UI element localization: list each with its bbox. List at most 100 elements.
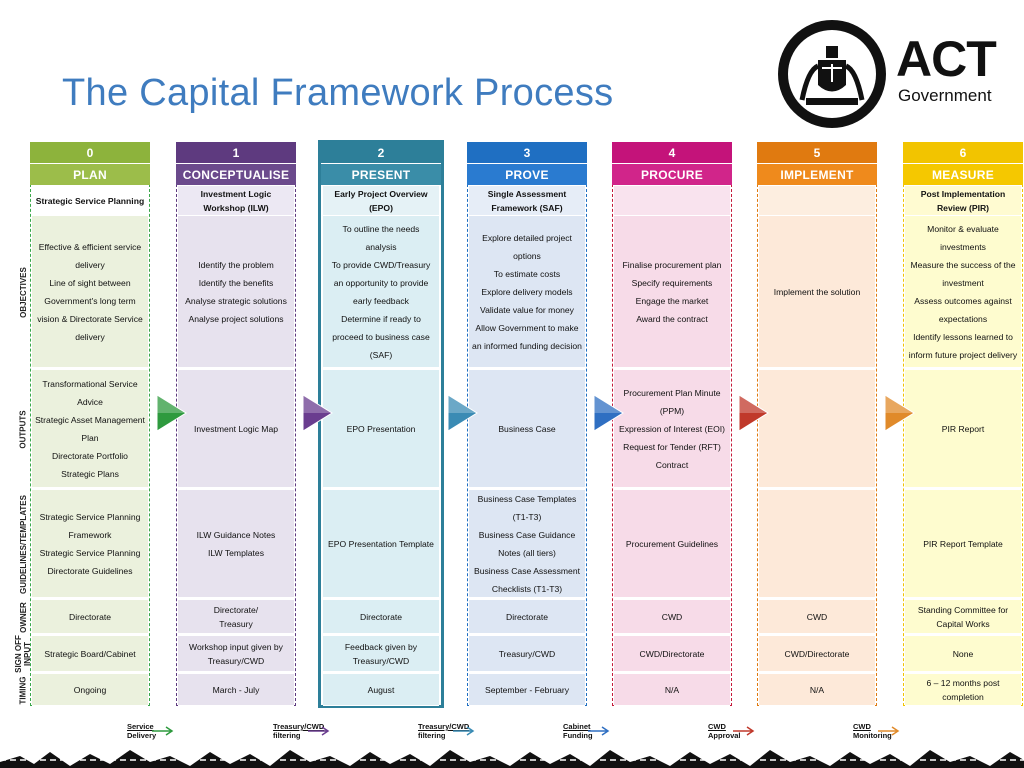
cell-owner: CWD	[759, 600, 875, 634]
decorative-border	[0, 750, 1024, 768]
legend-sublabel: Approval	[708, 731, 741, 740]
legend-arrow-icon	[733, 726, 755, 736]
page-title: The Capital Framework Process	[62, 72, 614, 114]
stage-number: 0	[30, 142, 150, 163]
cell-timing: 6 – 12 months post completion	[905, 674, 1021, 706]
cell-guidelines: Business Case Templates (T1-T3)Business …	[469, 490, 585, 598]
legend-arrow-icon	[588, 726, 610, 736]
cell-guidelines: EPO Presentation Template	[323, 490, 439, 598]
stage-name: PROCURE	[612, 164, 732, 185]
cell-owner: Directorate/Treasury	[178, 600, 294, 634]
legend-sublabel: filtering	[418, 731, 446, 740]
cell-signoff: Strategic Board/Cabinet	[32, 636, 148, 672]
stage-arrow-icon	[447, 394, 478, 432]
cell-timing: N/A	[614, 674, 730, 706]
legend-arrow-icon	[878, 726, 900, 736]
logo-government-text: Government	[898, 86, 992, 105]
stage-arrow-icon	[738, 394, 769, 432]
column-border	[318, 140, 444, 708]
stage-number: 3	[467, 142, 587, 163]
cell-outputs: Business Case	[469, 370, 585, 488]
cell-signoff: Treasury/CWD	[469, 636, 585, 672]
stage-number: 1	[176, 142, 296, 163]
stage-name: IMPLEMENT	[757, 164, 877, 185]
cell-outputs: Investment Logic Map	[178, 370, 294, 488]
stage-number: 6	[903, 142, 1023, 163]
stage-number: 4	[612, 142, 732, 163]
cell-subtitle: Post Implementation Review (PIR)	[905, 186, 1021, 216]
legend-label: CWD	[853, 722, 871, 731]
legend-label: Cabinet	[563, 722, 591, 731]
cell-objectives: Implement the solution	[759, 216, 875, 368]
stage-arrow-icon	[302, 394, 333, 432]
cell-timing: Ongoing	[32, 674, 148, 706]
cell-subtitle: Early Project Overview (EPO)	[323, 186, 439, 216]
cell-outputs: EPO Presentation	[323, 370, 439, 488]
cell-signoff: None	[905, 636, 1021, 672]
act-crest-icon	[778, 20, 886, 128]
stage-arrow-icon	[156, 394, 187, 432]
cell-outputs: PIR Report	[905, 370, 1021, 488]
cell-subtitle: Investment Logic Workshop (ILW)	[178, 186, 294, 216]
stage-number: 5	[757, 142, 877, 163]
legend-label: Service	[127, 722, 154, 731]
cell-signoff: CWD/Directorate	[614, 636, 730, 672]
cell-owner: Directorate	[32, 600, 148, 634]
logo-act-text: ACT	[896, 31, 997, 87]
legend-arrow-icon	[453, 726, 475, 736]
cell-signoff: Workshop input given by Treasury/CWD	[178, 636, 294, 672]
stage-name: CONCEPTUALISE	[176, 164, 296, 185]
cell-guidelines: PIR Report Template	[905, 490, 1021, 598]
legend-sublabel: Monitoring	[853, 731, 892, 740]
stage-name: MEASURE	[903, 164, 1023, 185]
cell-timing: N/A	[759, 674, 875, 706]
legend-label: CWD	[708, 722, 726, 731]
stage-arrow-icon	[884, 394, 915, 432]
legend-sublabel: Delivery	[127, 731, 157, 740]
cell-owner: Directorate	[323, 600, 439, 634]
legend-arrow-icon	[152, 726, 174, 736]
legend-sublabel: Funding	[563, 731, 593, 740]
cell-owner: Directorate	[469, 600, 585, 634]
cell-timing: March - July	[178, 674, 294, 706]
cell-subtitle	[614, 186, 730, 216]
cell-signoff: CWD/Directorate	[759, 636, 875, 672]
legend-arrow-icon	[308, 726, 330, 736]
cell-guidelines	[759, 490, 875, 598]
stage-name: PRESENT	[321, 164, 441, 185]
cell-outputs	[759, 370, 875, 488]
cell-outputs: Procurement Plan Minute (PPM)Expression …	[614, 370, 730, 488]
cell-signoff: Feedback given by Treasury/CWD	[323, 636, 439, 672]
legend-sublabel: filtering	[273, 731, 301, 740]
cell-guidelines: Procurement Guidelines	[614, 490, 730, 598]
cell-timing: August	[323, 674, 439, 706]
cell-subtitle: Strategic Service Planning	[32, 186, 148, 216]
cell-subtitle	[759, 186, 875, 216]
legend-label: Treasury/CWD	[418, 722, 470, 731]
cell-owner: Standing Committee for Capital Works	[905, 600, 1021, 634]
stage-name: PLAN	[30, 164, 150, 185]
legend-label: Treasury/CWD	[273, 722, 325, 731]
act-government-logo: ACT Government	[778, 20, 1024, 130]
